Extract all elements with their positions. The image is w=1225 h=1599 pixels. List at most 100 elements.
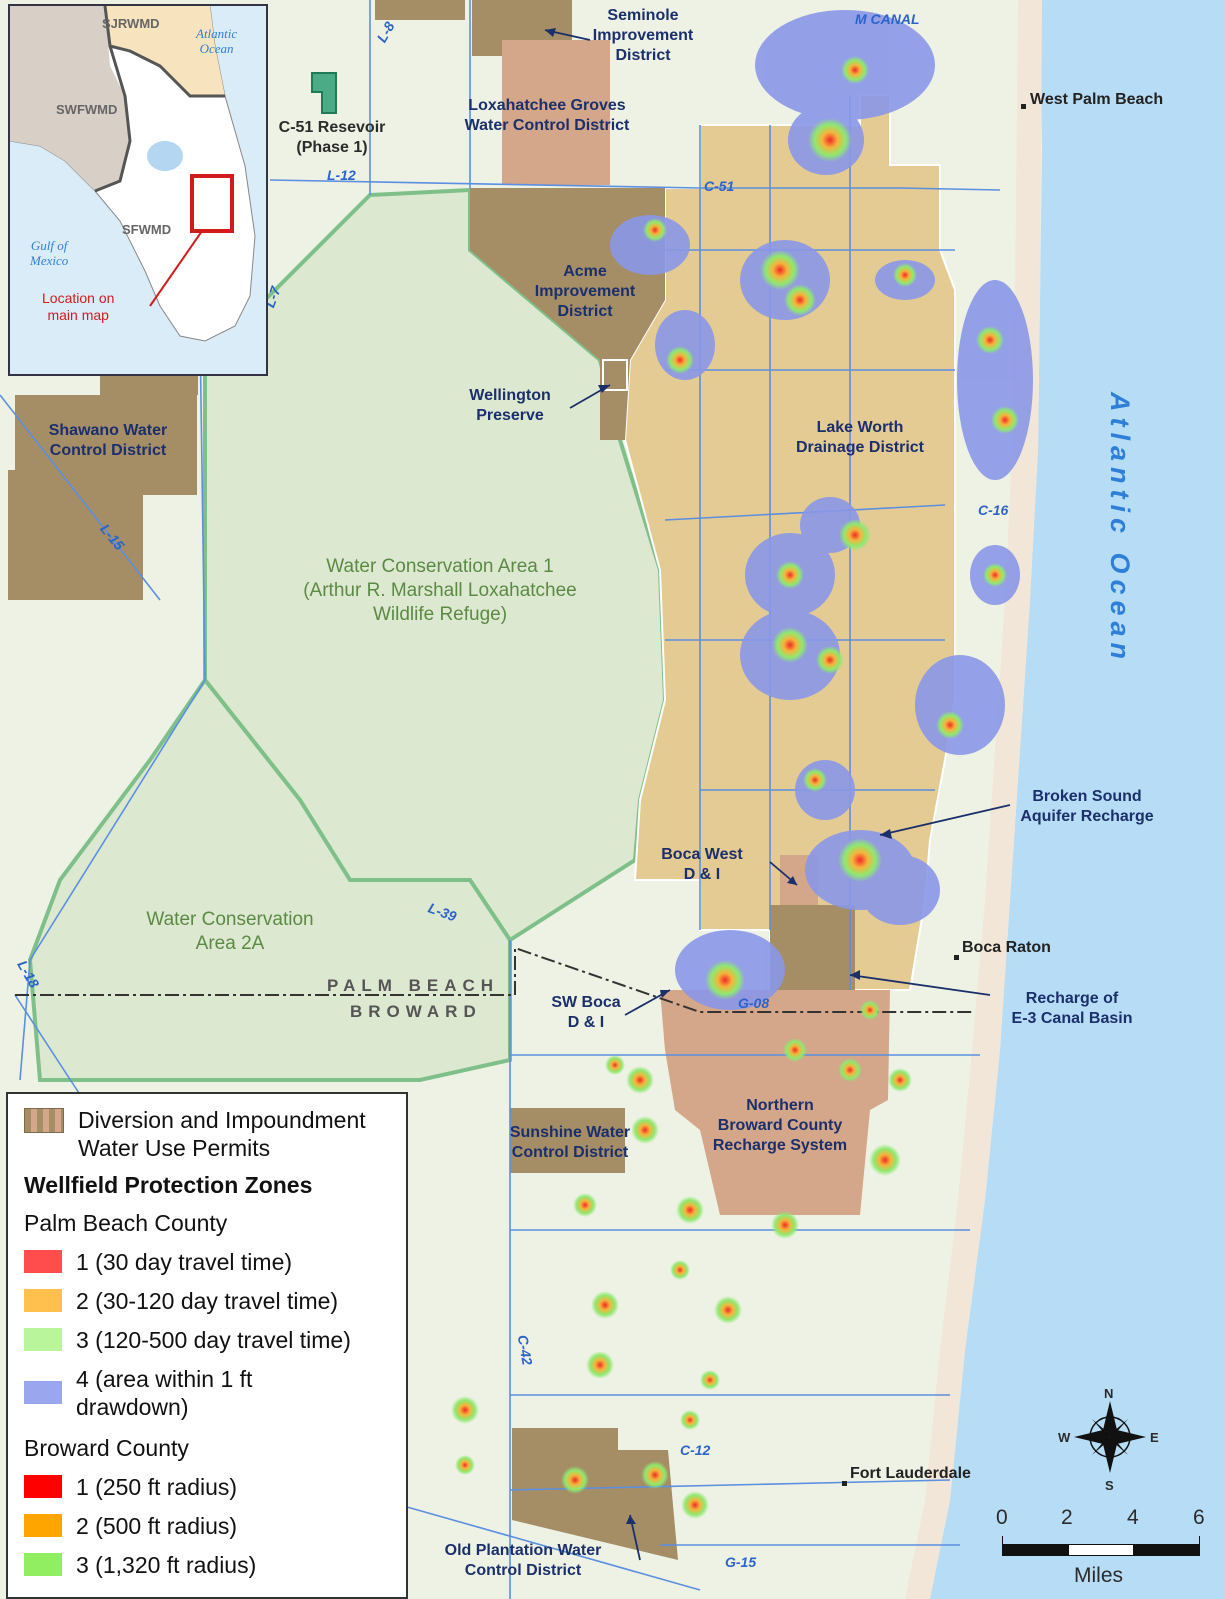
legend-broward-3-row: 3 (1,320 ft radius) xyxy=(24,1551,256,1579)
inset-swfwmd-region xyxy=(10,6,130,191)
inset-location-box xyxy=(190,174,234,233)
inset-map-graphic xyxy=(10,6,266,374)
l8-area xyxy=(375,0,465,20)
scale-segment-2 xyxy=(1068,1544,1134,1556)
c51-reservoir-area xyxy=(311,72,337,114)
legend-broward-2-row: 2 (500 ft radius) xyxy=(24,1512,237,1540)
legend-broward-title: Broward County xyxy=(24,1435,189,1461)
legend-broward-3-label: 3 (1,320 ft radius) xyxy=(76,1552,257,1578)
atlantic-ocean-area xyxy=(930,0,1225,1599)
c51-reservoir-label: C-51 Resevoir(Phase 1) xyxy=(278,119,386,156)
inset-sfwmd-boundary xyxy=(94,6,225,193)
old-plantation-area xyxy=(512,1428,678,1560)
legend-diversion-swatch xyxy=(24,1108,64,1133)
canal-label-c16: C-16 xyxy=(978,502,1009,518)
scale-tick-2: 2 xyxy=(1061,1506,1073,1529)
scale-tick-0: 0 xyxy=(996,1506,1008,1529)
inset-location-leader xyxy=(149,230,203,307)
scale-tick-6: 6 xyxy=(1193,1506,1205,1529)
atlantic-ocean-label: Atlantic Ocean xyxy=(1105,392,1135,666)
canal-label-l12: L-12 xyxy=(327,167,356,183)
scale-segment-3 xyxy=(1134,1544,1200,1556)
west-palm-beach-label: West Palm Beach xyxy=(1030,91,1164,108)
legend-pbc-2-label: 2 (30-120 day travel time) xyxy=(76,1288,339,1314)
scale-bar: 0 2 4 6 Miles xyxy=(996,1506,1206,1596)
canal-label-g15: G-15 xyxy=(725,1554,757,1570)
legend-pbc-4-swatch xyxy=(24,1381,62,1404)
legend-pbc-1-label: 1 (30 day travel time) xyxy=(76,1249,293,1275)
legend-diversion-label: Diversion and Impoundment Water Use Perm… xyxy=(78,1107,366,1161)
loxahatchee-groves-area xyxy=(502,40,610,185)
compass-s-label: S xyxy=(1105,1478,1114,1493)
compass-e-label: E xyxy=(1150,1430,1159,1445)
legend-pbc-title: Palm Beach County xyxy=(24,1210,228,1236)
compass-rose xyxy=(1074,1401,1146,1473)
inset-sjrwmd-label: SJRWMD xyxy=(102,16,160,31)
legend-pbc-4-row: 4 (area within 1 ft drawdown) xyxy=(24,1365,306,1421)
arrow-heads xyxy=(545,28,892,1524)
scale-segment-1 xyxy=(1002,1544,1068,1556)
sunshine-district-area xyxy=(510,1108,625,1173)
fort-lauderdale-label: Fort Lauderdale xyxy=(850,1465,971,1482)
legend-pbc-1-swatch xyxy=(24,1250,62,1273)
legend-broward-2-label: 2 (500 ft radius) xyxy=(76,1513,238,1539)
canal-label-g08: G-08 xyxy=(738,995,770,1011)
broward-county-label: BROWARD xyxy=(350,1002,482,1021)
nbcrs-area xyxy=(660,990,890,1215)
boca-raton-label: Boca Raton xyxy=(962,939,1051,956)
legend-broward-2-swatch xyxy=(24,1514,62,1537)
inset-sjrwmd-region xyxy=(105,6,225,96)
legend-broward-3-swatch xyxy=(24,1553,62,1576)
scale-tick-4: 4 xyxy=(1127,1506,1139,1529)
inset-sfwmd-label: SFWMD xyxy=(122,222,172,237)
legend-wellfield-title: Wellfield Protection Zones xyxy=(24,1172,313,1198)
legend-pbc-3-swatch xyxy=(24,1328,62,1351)
legend-broward-1-swatch xyxy=(24,1475,62,1498)
canal-label-c12: C-12 xyxy=(680,1442,711,1458)
county-line xyxy=(15,946,975,1013)
map-legend: Diversion and Impoundment Water Use Perm… xyxy=(6,1092,408,1599)
west-palm-beach-marker xyxy=(1021,104,1026,109)
canal-label-c51: C-51 xyxy=(704,178,735,194)
scale-unit-label: Miles xyxy=(1074,1564,1124,1587)
legend-pbc-3-label: 3 (120-500 day travel time) xyxy=(76,1327,351,1353)
wellfield-spots xyxy=(451,56,1019,1519)
legend-pbc-2-row: 2 (30-120 day travel time) xyxy=(24,1287,338,1315)
boca-raton-marker xyxy=(954,955,959,960)
legend-pbc-4-label: 4 (area within 1 ft drawdown) xyxy=(76,1366,253,1420)
legend-pbc-2-swatch xyxy=(24,1289,62,1312)
scale-tick-marks xyxy=(1002,1536,1200,1544)
legend-broward-1-row: 1 (250 ft radius) xyxy=(24,1473,237,1501)
palm-beach-county-label: PALM BEACH xyxy=(327,976,500,995)
legend-pbc-3-row: 3 (120-500 day travel time) xyxy=(24,1326,351,1354)
inset-lake-okeechobee xyxy=(147,141,183,171)
canal-label-m: M CANAL xyxy=(855,11,920,27)
inset-swfwmd-label: SWFWMD xyxy=(56,102,118,117)
legend-pbc-1-row: 1 (30 day travel time) xyxy=(24,1248,292,1276)
legend-broward-1-label: 1 (250 ft radius) xyxy=(76,1474,238,1500)
wca2a-area xyxy=(27,676,512,1082)
legend-diversion-row: Diversion and Impoundment Water Use Perm… xyxy=(24,1106,398,1162)
fort-lauderdale-marker xyxy=(842,1481,847,1486)
compass-w-label: W xyxy=(1058,1430,1071,1445)
coastal-strip xyxy=(905,0,1042,1599)
compass-n-label: N xyxy=(1104,1386,1114,1401)
